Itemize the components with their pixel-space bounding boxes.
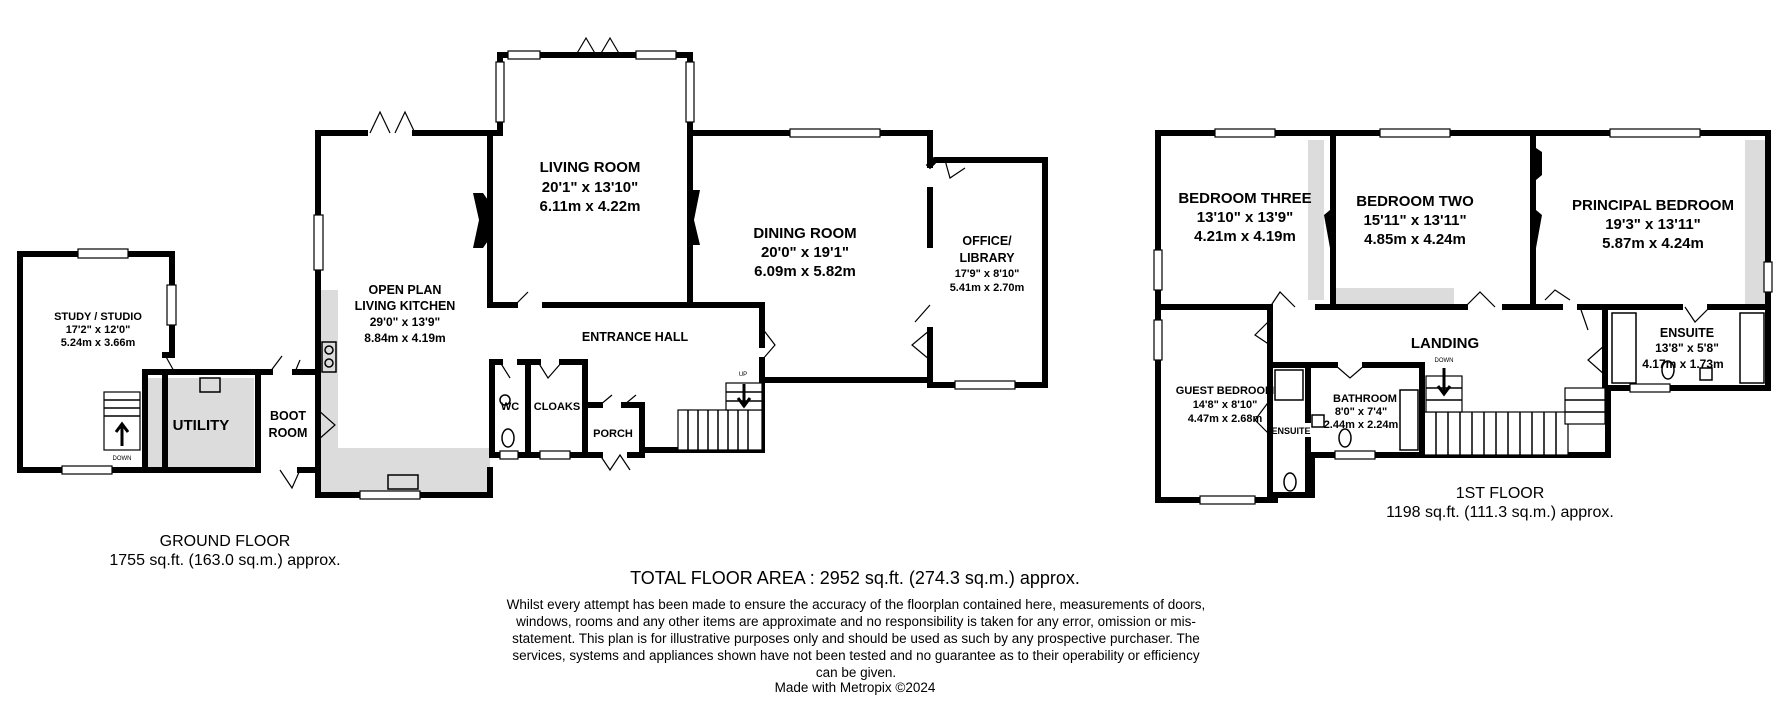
guest-bedroom-imperial: 14'8" x 8'10" (1193, 399, 1258, 411)
kitchen-metric: 8.84m x 4.19m (364, 331, 445, 345)
ground-floor-label: GROUND FLOOR (159, 533, 291, 550)
landing-walls (1254, 306, 1606, 456)
ground-floor-area: 1755 sq.ft. (163.0 sq.m.) approx. (109, 552, 341, 569)
principal-bedroom-name: PRINCIPAL BEDROOM (1572, 197, 1734, 214)
dining-room-name: DINING ROOM (753, 225, 856, 242)
bedroom-two-name: BEDROOM TWO (1356, 193, 1474, 210)
principal-ensuite-imperial: 13'8" x 5'8" (1655, 341, 1719, 355)
office-name-1: OFFICE/ (962, 234, 1012, 248)
dining-room-imperial: 20'0" x 19'1" (761, 244, 849, 261)
guest-bedroom-walls (1153, 304, 1273, 505)
living-room-imperial: 20'1" x 13'10" (542, 179, 638, 196)
bedroom-three-metric: 4.21m x 4.19m (1194, 228, 1296, 245)
principal-bedroom-metric: 5.87m x 4.24m (1602, 235, 1704, 252)
office-walls (925, 157, 1048, 390)
boot-room-name-1: BOOT (270, 409, 306, 423)
guest-bedroom-name: GUEST BEDROOM (1176, 385, 1274, 397)
bedroom-three-imperial: 13'10" x 13'9" (1197, 209, 1293, 226)
office-imperial: 17'9" x 8'10" (955, 268, 1020, 280)
study-stair-down: DOWN (113, 456, 132, 462)
living-room-name: LIVING ROOM (540, 159, 641, 176)
bathroom-metric: 2.44m x 2.24m (1324, 419, 1399, 431)
office-name-2: LIBRARY (959, 251, 1015, 265)
bathroom-walls (1305, 362, 1425, 460)
boot-room-walls (255, 355, 336, 490)
entrance-hall-name: ENTRANCE HALL (582, 330, 689, 344)
study-metric: 5.24m x 3.66m (61, 337, 136, 349)
wc-cloaks-porch-walls (489, 359, 645, 472)
bedroom-two-metric: 4.85m x 4.24m (1364, 231, 1466, 248)
kitchen-imperial: 29'0" x 13'9" (370, 315, 440, 329)
landing-name: LANDING (1411, 335, 1479, 352)
guest-bedroom-metric: 4.47m x 2.68m (1188, 413, 1263, 425)
principal-bedroom-imperial: 19'3" x 13'11" (1605, 216, 1701, 233)
total-floor-area: TOTAL FLOOR AREA : 2952 sq.ft. (274.3 sq… (630, 568, 1080, 588)
kitchen-walls (313, 110, 493, 500)
utility-name: UTILITY (173, 417, 230, 434)
first-floor-area: 1198 sq.ft. (111.3 sq.m.) approx. (1386, 504, 1614, 521)
kitchen-name-2: LIVING KITCHEN (355, 299, 456, 313)
principal-ensuite-walls (1602, 304, 1771, 393)
bedroom-three-walls (1153, 128, 1336, 310)
ground-floor-caption: GROUND FLOOR 1755 sq.ft. (163.0 sq.m.) a… (60, 532, 390, 570)
dining-room-metric: 6.09m x 5.82m (754, 263, 856, 280)
bedroom-two-imperial: 15'11" x 13'11" (1363, 212, 1466, 229)
study-imperial: 17'2" x 12'0" (66, 324, 131, 336)
entrance-hall-walls (542, 302, 776, 453)
utility-walls (142, 369, 261, 473)
wc-name: WC (501, 401, 519, 413)
principal-ensuite-metric: 4.17m x 1.73m (1642, 357, 1723, 371)
landing-stair-down: DOWN (1435, 358, 1454, 364)
principal-ensuite-name: ENSUITE (1660, 326, 1714, 340)
living-room-metric: 6.11m x 4.22m (540, 198, 641, 215)
boot-room-name-2: ROOM (269, 426, 308, 440)
metropix-credit: Made with Metropix ©2024 (774, 680, 936, 695)
bathroom-imperial: 8'0" x 7'4" (1335, 406, 1387, 418)
kitchen-name-1: OPEN PLAN (369, 283, 442, 297)
guest-ensuite-name: ENSUITE (1271, 426, 1310, 436)
study-name: STUDY / STUDIO (54, 311, 142, 323)
porch-name: PORCH (593, 428, 633, 440)
office-metric: 5.41m x 2.70m (950, 282, 1025, 294)
principal-bedroom-walls (1530, 128, 1773, 391)
cloaks-name: CLOAKS (534, 401, 580, 413)
first-floor-caption: 1ST FLOOR 1198 sq.ft. (111.3 sq.m.) appr… (1320, 484, 1680, 522)
bedroom-three-name: BEDROOM THREE (1178, 190, 1311, 207)
ground-floor-plan (17, 36, 1048, 500)
dining-room-walls (687, 128, 933, 383)
first-floor-label: 1ST FLOOR (1455, 485, 1545, 502)
bathroom-name: BATHROOM (1333, 393, 1397, 405)
disclaimer-text: Whilst every attempt has been made to en… (506, 597, 1206, 680)
hall-stair-up: UP (739, 372, 747, 378)
first-floor-plan (1153, 128, 1773, 505)
